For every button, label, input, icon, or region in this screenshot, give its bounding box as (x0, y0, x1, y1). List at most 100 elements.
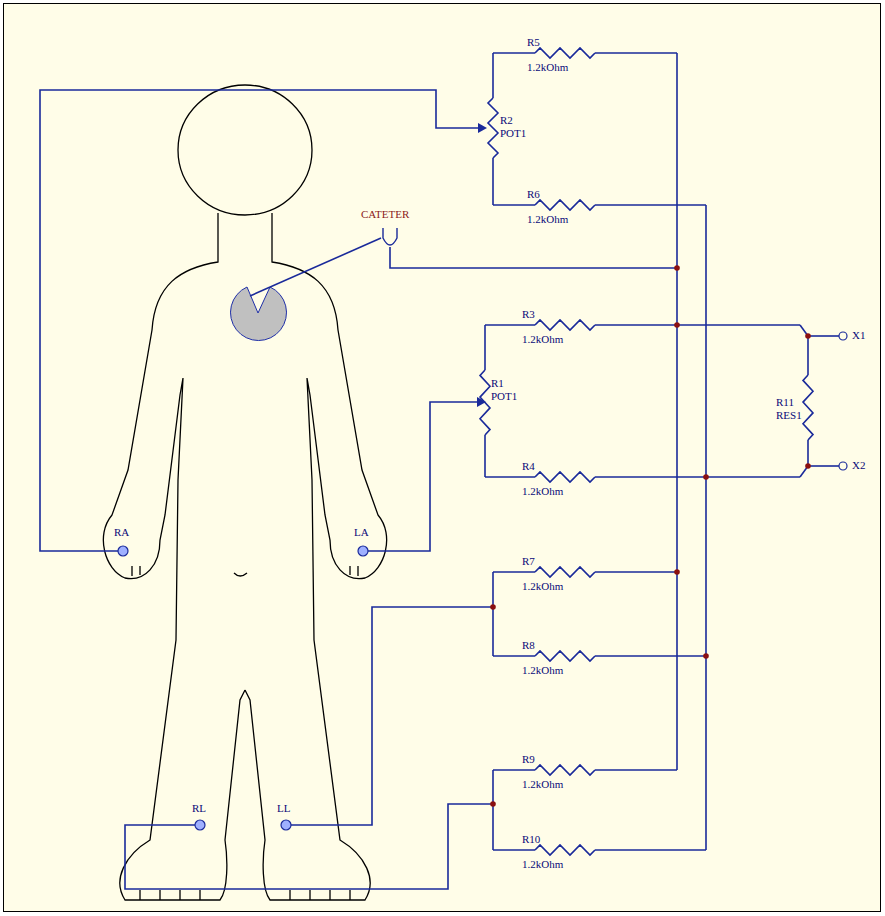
part-name: R5 (527, 36, 540, 49)
electrode (281, 820, 291, 830)
wire (595, 655, 706, 657)
electrode (195, 820, 205, 830)
wire (125, 804, 493, 889)
wire (808, 335, 839, 337)
component-value: POT1 (491, 390, 517, 403)
wire (492, 572, 494, 656)
wire (595, 324, 800, 326)
component-value: 1.2kOhm (527, 61, 568, 74)
component-value: 1.2kOhm (522, 664, 563, 677)
wire (808, 465, 839, 467)
human-figure (103, 85, 386, 900)
symbols (118, 123, 847, 830)
junction-dot (674, 265, 680, 271)
resistor-symbol (535, 48, 595, 58)
wire (390, 247, 677, 268)
wire (484, 435, 486, 477)
resistor-symbol (535, 567, 595, 577)
heart-symbol (231, 287, 287, 341)
junction-dot (703, 653, 709, 659)
component-value: 1.2kOhm (527, 213, 568, 226)
component-value: 1.2kOhm (522, 580, 563, 593)
junction-dot (805, 463, 811, 469)
terminal-name: X2 (852, 459, 865, 472)
junction-dot (490, 604, 496, 610)
junction-dot (490, 801, 496, 807)
junction-dot (674, 569, 680, 575)
wire (291, 607, 493, 825)
wire (493, 849, 535, 851)
part-name: R4 (522, 460, 535, 473)
part-name: R2 (500, 114, 513, 127)
wire (40, 90, 478, 551)
output-terminal (839, 462, 847, 470)
component-value: 1.2kOhm (522, 485, 563, 498)
component-value: 1.2kOhm (522, 858, 563, 871)
part-name: R9 (522, 753, 535, 766)
output-terminal (839, 332, 847, 340)
resistor-symbol (535, 765, 595, 775)
figure-fingers (132, 566, 358, 576)
wire (492, 770, 494, 850)
wire (807, 336, 809, 375)
electrode-name: RL (192, 802, 206, 815)
junction-dot (703, 474, 709, 480)
resistor-symbol (535, 200, 595, 210)
junction-dot (674, 322, 680, 328)
part-name: R8 (522, 639, 535, 652)
figure-body-half (103, 213, 245, 900)
junction-dot (805, 333, 811, 339)
figure-head (178, 85, 312, 215)
component-value: POT1 (500, 127, 526, 140)
wire (493, 204, 535, 206)
bus-wire (676, 53, 678, 770)
resistor-symbol (535, 320, 595, 330)
wire (493, 655, 535, 657)
resistor-symbol (488, 98, 498, 158)
electrode (118, 546, 128, 556)
wire (485, 324, 535, 326)
wire (492, 53, 494, 98)
figure-toes (140, 890, 350, 900)
catheter-label: CATETER (361, 208, 409, 221)
resistor-symbol (535, 651, 595, 661)
wire (595, 476, 800, 478)
resistor-symbol (803, 375, 813, 440)
component-value: 1.2kOhm (522, 778, 563, 791)
wire (493, 769, 535, 771)
part-name: R7 (522, 555, 535, 568)
wire (492, 158, 494, 205)
wire (595, 769, 677, 771)
wire (595, 571, 677, 573)
part-name: R11 (776, 396, 794, 409)
part-name: R1 (491, 377, 504, 390)
electrode (358, 546, 368, 556)
electrode-name: LL (277, 802, 290, 815)
wire (595, 52, 677, 54)
wiper-arrow (478, 123, 487, 133)
electrode-name: LA (354, 526, 369, 539)
wire (493, 571, 535, 573)
wire (493, 52, 535, 54)
bus-wire (705, 205, 707, 850)
wire (485, 476, 535, 478)
part-name: R10 (522, 833, 540, 846)
wiper-arrow (477, 397, 486, 407)
part-name: R6 (527, 188, 540, 201)
electrode-name: RA (114, 526, 129, 539)
wire (807, 440, 809, 466)
wire (595, 849, 706, 851)
component-value: RES1 (776, 409, 802, 422)
catheter-connector (383, 228, 397, 245)
catheter-line (250, 238, 381, 296)
resistor-symbol (535, 472, 595, 482)
figure-navel (234, 573, 247, 576)
drawing-frame (3, 3, 881, 912)
wire (595, 204, 706, 206)
wire (368, 402, 477, 551)
resistor-symbol (535, 845, 595, 855)
part-name: R3 (522, 308, 535, 321)
